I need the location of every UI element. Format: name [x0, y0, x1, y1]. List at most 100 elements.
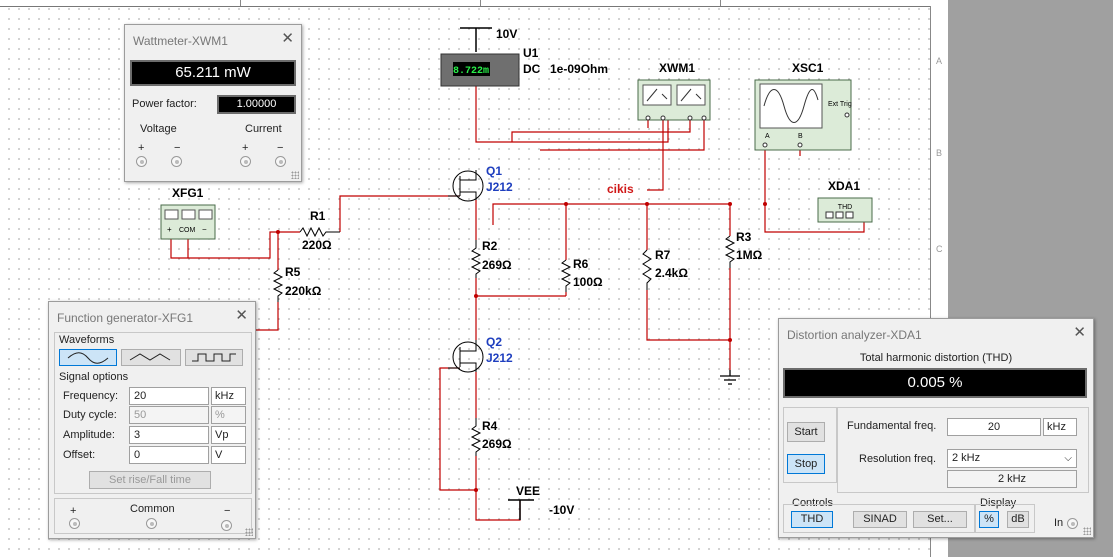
funcgen-terminals-group	[54, 498, 252, 534]
r6-name: R6	[573, 257, 589, 271]
resize-grip-icon[interactable]	[1083, 527, 1091, 535]
db-button[interactable]: dB	[1007, 511, 1029, 528]
resize-grip-icon[interactable]	[291, 171, 299, 179]
funcgen-title: Function generator-XFG1	[57, 311, 194, 325]
r1-value: 220Ω	[302, 238, 332, 252]
q2-symbol[interactable]	[452, 341, 484, 373]
wattmeter-title: Wattmeter-XWM1	[133, 34, 228, 48]
u1-resistance: 1e-09Ohm	[550, 62, 608, 76]
minus-terminal[interactable]	[221, 520, 232, 531]
voltage-plus-terminal[interactable]	[136, 156, 147, 167]
controls-group	[783, 504, 975, 533]
plus-terminal-label: +	[70, 505, 77, 517]
frequency-input[interactable]: 20	[129, 387, 209, 405]
q1-type: J212	[486, 180, 513, 194]
current-minus-terminal[interactable]	[275, 156, 286, 167]
amplitude-input[interactable]: 3	[129, 426, 209, 444]
net-label-cikis: cikis	[607, 182, 634, 196]
funcgen-settings-group	[54, 332, 252, 494]
resize-grip-icon[interactable]	[245, 528, 253, 536]
close-icon[interactable]: ✕	[281, 30, 294, 47]
r4-value: 269Ω	[482, 437, 512, 451]
wattmeter-panel: Wattmeter-XWM1 ✕ 65.211 mW Power factor:…	[124, 24, 302, 182]
square-wave-icon	[192, 353, 236, 362]
controls-label: Controls	[792, 497, 833, 509]
offset-input[interactable]: 0	[129, 446, 209, 464]
sine-wave-button[interactable]	[59, 349, 117, 366]
distortion-analyzer-panel: Distortion analyzer-XDA1 ✕ Total harmoni…	[778, 318, 1094, 538]
duty-cycle-input[interactable]: 50	[129, 406, 209, 424]
r7-name: R7	[655, 248, 671, 262]
stop-button[interactable]: Stop	[787, 454, 825, 474]
fundamental-freq-unit[interactable]: kHz	[1043, 418, 1077, 436]
ruler-tick	[240, 0, 241, 6]
sinad-button[interactable]: SINAD	[853, 511, 907, 528]
input-terminal-label: In	[1054, 517, 1064, 529]
offset-unit-select[interactable]: V	[211, 446, 246, 464]
xda1-label: THD	[838, 204, 852, 211]
set-rise-fall-time-button[interactable]: Set rise/Fall time	[89, 471, 211, 489]
q1-symbol[interactable]	[452, 170, 484, 202]
frequency-unit-select[interactable]: kHz	[211, 387, 246, 405]
ruler-tick	[720, 0, 721, 6]
offset-label: Offset:	[63, 449, 96, 461]
xfg1-name: XFG1	[172, 186, 204, 200]
resolution-freq-select[interactable]: 2 kHz ⌵	[947, 449, 1077, 468]
r7-value: 2.4kΩ	[655, 266, 688, 280]
r2-value: 269Ω	[482, 258, 512, 272]
signal-options-label: Signal options	[59, 371, 129, 383]
start-button[interactable]: Start	[787, 422, 825, 442]
ruler-tick	[480, 0, 481, 6]
percent-button[interactable]: %	[979, 511, 999, 528]
fundamental-freq-input[interactable]: 20	[947, 418, 1041, 436]
close-icon[interactable]: ✕	[235, 307, 248, 324]
r3-value: 1MΩ	[736, 248, 763, 262]
xsc1-channel-b: B	[798, 133, 803, 140]
amplitude-unit-select[interactable]: Vp	[211, 426, 246, 444]
common-terminal[interactable]	[146, 518, 157, 529]
xwm1-name: XWM1	[659, 61, 695, 75]
start-stop-group	[783, 407, 837, 483]
vee-label: VEE	[516, 484, 540, 498]
plus-terminal[interactable]	[69, 518, 80, 529]
square-wave-button[interactable]	[185, 349, 243, 366]
xfg1-plus-label: +	[167, 225, 172, 234]
voltage-minus-terminal[interactable]	[171, 156, 182, 167]
function-generator-panel: Function generator-XFG1 ✕ Waveforms Sign…	[48, 301, 256, 539]
q2-name: Q2	[486, 335, 502, 349]
u1-reading: 8.722m	[453, 66, 489, 77]
display-label: Display	[980, 497, 1017, 509]
wattmeter-reading: 65.211 mW	[130, 60, 296, 86]
current-plus-label: +	[242, 142, 249, 154]
close-icon[interactable]: ✕	[1073, 324, 1086, 341]
input-terminal[interactable]	[1067, 518, 1078, 529]
frequency-settings-group	[837, 407, 1089, 493]
duty-cycle-unit[interactable]: %	[211, 406, 246, 424]
thd-button[interactable]: THD	[791, 511, 833, 528]
ruler-letter-c: C	[936, 244, 943, 254]
display-group	[975, 504, 1035, 533]
triangle-wave-button[interactable]	[121, 349, 181, 366]
vee-value: -10V	[549, 503, 574, 517]
u1-mode: DC	[523, 62, 541, 76]
triangle-wave-icon	[129, 353, 171, 361]
voltage-minus-label: −	[174, 142, 181, 154]
r5-value: 220kΩ	[285, 284, 322, 298]
ground-icon	[720, 370, 740, 385]
vcc-label: 10V	[496, 27, 517, 41]
set-button[interactable]: Set...	[913, 511, 967, 528]
q1-name: Q1	[486, 164, 502, 178]
current-label: Current	[245, 123, 282, 135]
top-ruler	[0, 0, 948, 7]
common-terminal-label: Common	[130, 503, 175, 515]
amplitude-label: Amplitude:	[63, 429, 115, 441]
r5-name: R5	[285, 265, 301, 279]
sine-wave-icon	[67, 352, 109, 364]
xda1-name: XDA1	[828, 179, 860, 193]
chevron-down-icon: ⌵	[1064, 453, 1072, 464]
fundamental-freq-label: Fundamental freq.	[847, 420, 937, 432]
current-plus-terminal[interactable]	[240, 156, 251, 167]
r4-name: R4	[482, 419, 498, 433]
frequency-label: Frequency:	[63, 390, 119, 402]
u1-name: U1	[523, 46, 539, 60]
